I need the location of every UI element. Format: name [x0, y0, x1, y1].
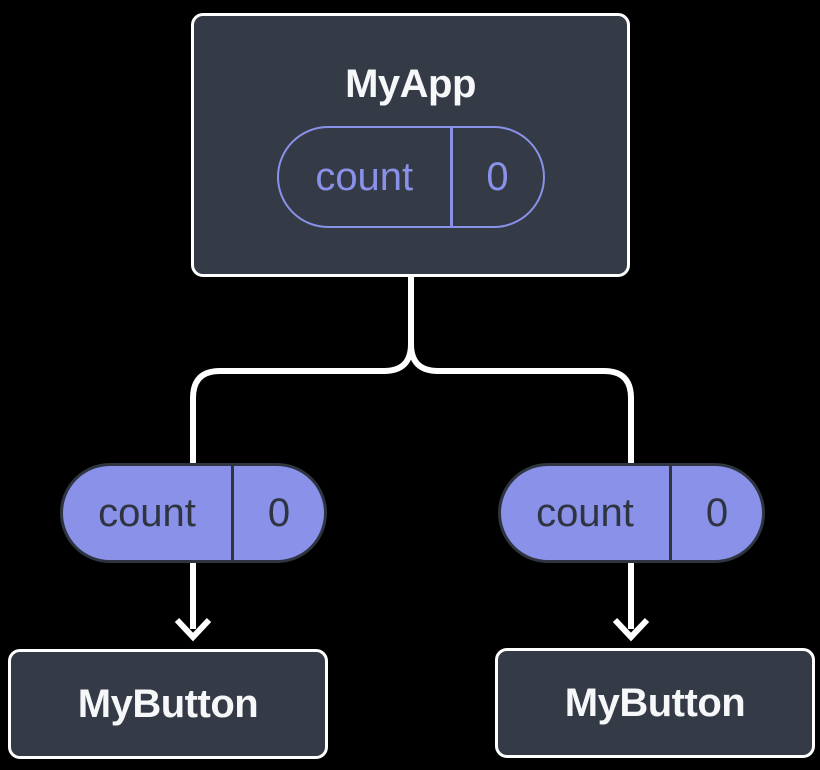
branch-left-line [190, 277, 414, 468]
branch-right-line [408, 277, 634, 468]
myapp-state-pill: count 0 [276, 126, 545, 229]
prop-pill-left-divider [231, 466, 234, 560]
prop-pill-right-value: 0 [705, 491, 729, 535]
mybutton-node-right: MyButton [495, 648, 815, 758]
myapp-node: MyApp count 0 [191, 13, 630, 277]
arrow-left-head [174, 617, 212, 642]
state-pill-divider [450, 128, 453, 227]
mybutton-node-left: MyButton [8, 649, 328, 759]
prop-pill-left: count 0 [60, 463, 327, 563]
prop-pill-left-key: count [98, 491, 196, 535]
state-pill-key: count [315, 155, 414, 200]
myapp-title: MyApp [345, 61, 476, 106]
prop-pill-right: count 0 [498, 463, 765, 563]
mybutton-right-title: MyButton [564, 680, 746, 725]
arrow-right-head [612, 617, 650, 642]
state-pill-value: 0 [486, 155, 509, 200]
prop-pill-right-divider [669, 466, 672, 560]
prop-pill-left-value: 0 [267, 491, 291, 535]
mybutton-left-title: MyButton [77, 681, 259, 726]
prop-pill-right-key: count [536, 491, 634, 535]
